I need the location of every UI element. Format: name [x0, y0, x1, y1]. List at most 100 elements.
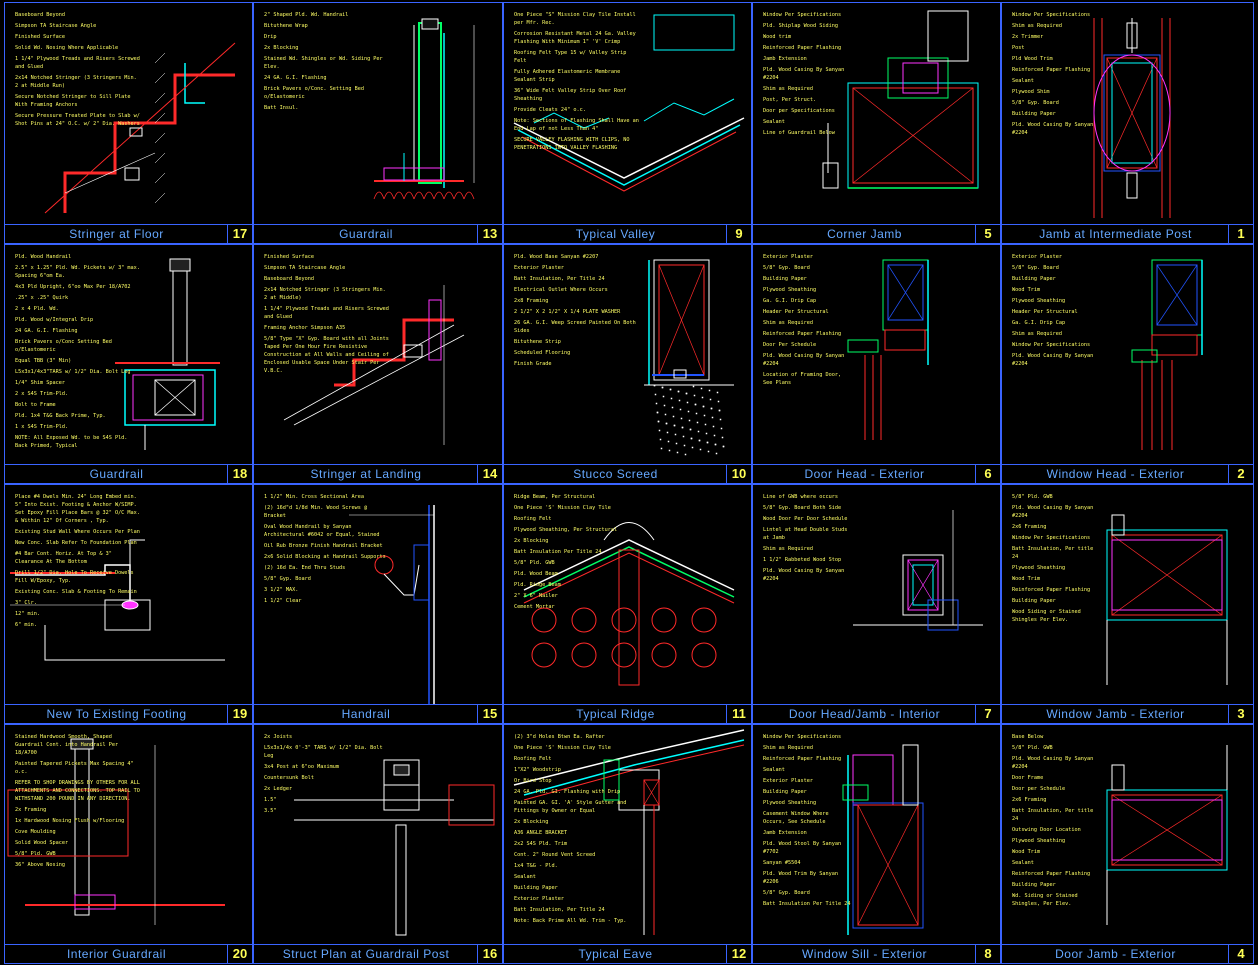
callout-note: Simpson TA Staircase Angle [15, 23, 97, 29]
callout-note: Shim as Required [1012, 331, 1062, 337]
callout-note: Batt Insulation, Per title 24 [1012, 546, 1094, 560]
detail-drawing-19 [10, 539, 225, 661]
callout-note: L5x3x1/4x3"TARS w/ 1/2" Dia. Bolt Leg [15, 369, 131, 375]
callout-note: Electrical Outlet Where Occurs [514, 287, 608, 293]
callout-note: Shim as Required [763, 546, 813, 552]
detail-drawing-1 [1093, 18, 1171, 218]
callout-note: Drill 1/2" Dia. Hole To Receive Dowels F… [15, 570, 134, 584]
callout-note: Plywood Sheathing [1012, 838, 1066, 844]
callout-note: Jamb Extension [763, 56, 807, 62]
detail-drawing-11 [523, 522, 735, 686]
callout-note: Reinforced Paper Flashing [1012, 587, 1091, 593]
callout-note: Pld. Wood Base Sanyan #2207 [514, 254, 599, 260]
callout-note: 4x3 Pld Upright, 6"oo Max Per 18/A702 [15, 284, 131, 290]
callout-note: 5/8" Pld. GWB [514, 560, 555, 566]
callout-note: Batt Insulation, Per title 24 [1012, 808, 1094, 822]
callout-note: One Piece "S" Mission Clay Tile Install … [514, 12, 636, 26]
callout-note: 3x4 Post at 6"oo Maximum [264, 764, 339, 770]
callout-note: 5/8" Gyp. Board Both Side [763, 505, 842, 511]
detail-number: 16 [477, 945, 502, 963]
detail-number: 11 [726, 705, 751, 723]
detail-drawing-17 [44, 42, 236, 214]
detail-title: Door Jamb - Exterior [1055, 947, 1176, 961]
callout-note: Exterior Plaster [763, 778, 813, 784]
callout-note: Stained Hardwood Smooth, Shaped Guardrai… [15, 734, 119, 756]
callout-note: Sealant [514, 874, 536, 880]
detail-drawing-10 [644, 259, 734, 456]
callout-note: (2) 3"d Holes Btwn Ea. Rafter [514, 734, 605, 740]
callout-note: Pld. Wood w/Integral Drip [15, 317, 94, 323]
callout-note: 5/8" Gyp. Board [763, 890, 810, 896]
callout-note: One Piece 'S' Mission Clay Tile [514, 505, 611, 511]
callout-note: Pld. Wood Handrail [15, 254, 72, 260]
callout-note: Note: Back Prime All Wd. Trim - Typ. [514, 918, 627, 924]
callout-note: NOTE: All Exposed Wd. to be S4S Pld. Bac… [15, 435, 128, 449]
callout-note: 1 x S4S Trim-Pld. [15, 424, 69, 430]
detail-drawing-3 [1106, 514, 1228, 685]
detail-title: Door Head - Exterior [804, 467, 925, 481]
callout-note: Window Per Specifications [1012, 535, 1091, 541]
callout-note: 2x6 Solid Blocking at Handrail Supports [264, 554, 386, 560]
callout-note: 2x Joists [264, 734, 293, 740]
callout-note: Equal TBB (3" Min) [15, 358, 72, 364]
detail-number: 14 [477, 465, 502, 483]
callout-note: Countersunk Bolt [264, 775, 314, 781]
detail-drawing-13 [373, 18, 475, 200]
detail-title: Window Sill - Exterior [801, 947, 928, 961]
callout-note: Line of GWB where occurs [763, 494, 838, 500]
callout-note: Baseboard Beyond [264, 276, 314, 282]
callout-note: 1 1/4" Plywood Treads and Risers Screwed… [264, 306, 389, 320]
callout-note: 5/8" Gyp. Board [1012, 100, 1059, 106]
callout-note: Framing Anchor Simpson A35 [264, 325, 346, 331]
callout-note: Cove Moulding [15, 829, 56, 835]
callout-note: 3.5" [264, 808, 277, 814]
detail-notes: Stained Hardwood Smooth, Shaped Guardrai… [15, 733, 140, 872]
callout-note: Reinforced Paper Flashing [763, 45, 842, 51]
detail-number: 15 [477, 705, 502, 723]
callout-note: Jamb Extension [763, 830, 807, 836]
detail-title: Typical Eave [578, 947, 653, 961]
detail-number: 19 [227, 705, 252, 723]
detail-number: 1 [1228, 225, 1253, 243]
callout-note: 5/8" Gyp. Board [1012, 265, 1059, 271]
detail-panel-7: Line of GWB where occurs 5/8" Gyp. Board … [752, 484, 1001, 724]
callout-note: (2) 16d Ea. End Thru Studs [264, 565, 346, 571]
callout-note: 5/8" Pld. GWB [1012, 494, 1053, 500]
detail-number: 10 [726, 465, 751, 483]
detail-title: Typical Valley [575, 227, 656, 241]
callout-note: 5/8" Type "X" Gyp. Board with all Joints… [264, 336, 389, 374]
callout-note: Solid Wd. Nosing Where Applicable [15, 45, 119, 51]
callout-note: Batt Insulation Per Title 24 [763, 901, 851, 907]
detail-title: Window Jamb - Exterior [1046, 707, 1185, 721]
callout-note: 24 GA. G.I. Flashing [15, 328, 78, 334]
callout-note: 5/8" Gyp. Board [763, 265, 810, 271]
callout-note: Window Per Specifications [1012, 12, 1091, 18]
callout-note: Roofing Felt [514, 516, 552, 522]
callout-note: 36" Above Nosing [15, 862, 65, 868]
callout-note: 2x Blocking [264, 45, 299, 51]
callout-note: 12" min. [15, 611, 40, 617]
callout-note: Pld. Wood Trim By Sanyan #2206 [763, 871, 838, 885]
callout-note: Door per Schedule [1012, 786, 1066, 792]
callout-note: Wood Trim [1012, 576, 1041, 582]
callout-note: Wood Trim [1012, 849, 1041, 855]
callout-note: 2x6 Framing [1012, 797, 1047, 803]
callout-note: Wood Trim [1012, 287, 1041, 293]
callout-note: Pld. Wood Casing By Sanyan #2204 [1012, 122, 1094, 136]
callout-note: Brick Pavers o/Conc. Setting Bed o/Elast… [264, 86, 364, 100]
callout-note: 2x14 Notched Stringer (3 Stringers Min. … [264, 287, 386, 301]
callout-note: Reinforced Paper Flashing [763, 331, 842, 337]
callout-note: Cement Mortar [514, 604, 555, 610]
callout-note: Reinforced Paper Flashing [1012, 67, 1091, 73]
detail-panel-20: Stained Hardwood Smooth, Shaped Guardrai… [4, 724, 253, 964]
